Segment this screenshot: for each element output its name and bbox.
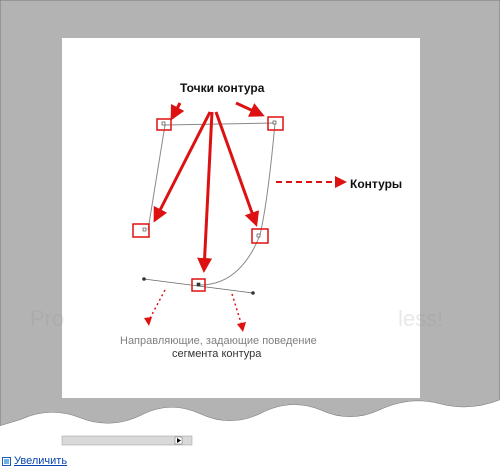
zoom-link[interactable]: Увеличить bbox=[2, 455, 67, 467]
guides-label: Направляющие, задающие поведение bbox=[120, 335, 317, 347]
segment-label: сегмента контура bbox=[172, 348, 262, 360]
watermark-left: Pro bbox=[30, 306, 65, 331]
anchor-point-bottom bbox=[191, 278, 206, 292]
path-diagram bbox=[132, 101, 347, 332]
contours-label: Контуры bbox=[350, 177, 403, 191]
anchor-point-left bbox=[132, 223, 150, 238]
zoom-link-label[interactable]: Увеличить bbox=[14, 455, 68, 467]
anchor-point-top-right bbox=[267, 116, 284, 131]
anchor-points-label: Точки контура bbox=[180, 81, 265, 95]
guide-arrows bbox=[147, 289, 243, 327]
contour-arrow bbox=[276, 176, 347, 188]
watermark-right: less! bbox=[398, 306, 444, 331]
document-canvas bbox=[62, 38, 420, 398]
screenshot-image: Pro less! bbox=[0, 0, 500, 446]
anchor-point-top-left bbox=[156, 118, 172, 131]
zoom-icon bbox=[2, 456, 11, 466]
anchor-arrows bbox=[153, 101, 265, 273]
anchor-point-right bbox=[251, 228, 269, 244]
